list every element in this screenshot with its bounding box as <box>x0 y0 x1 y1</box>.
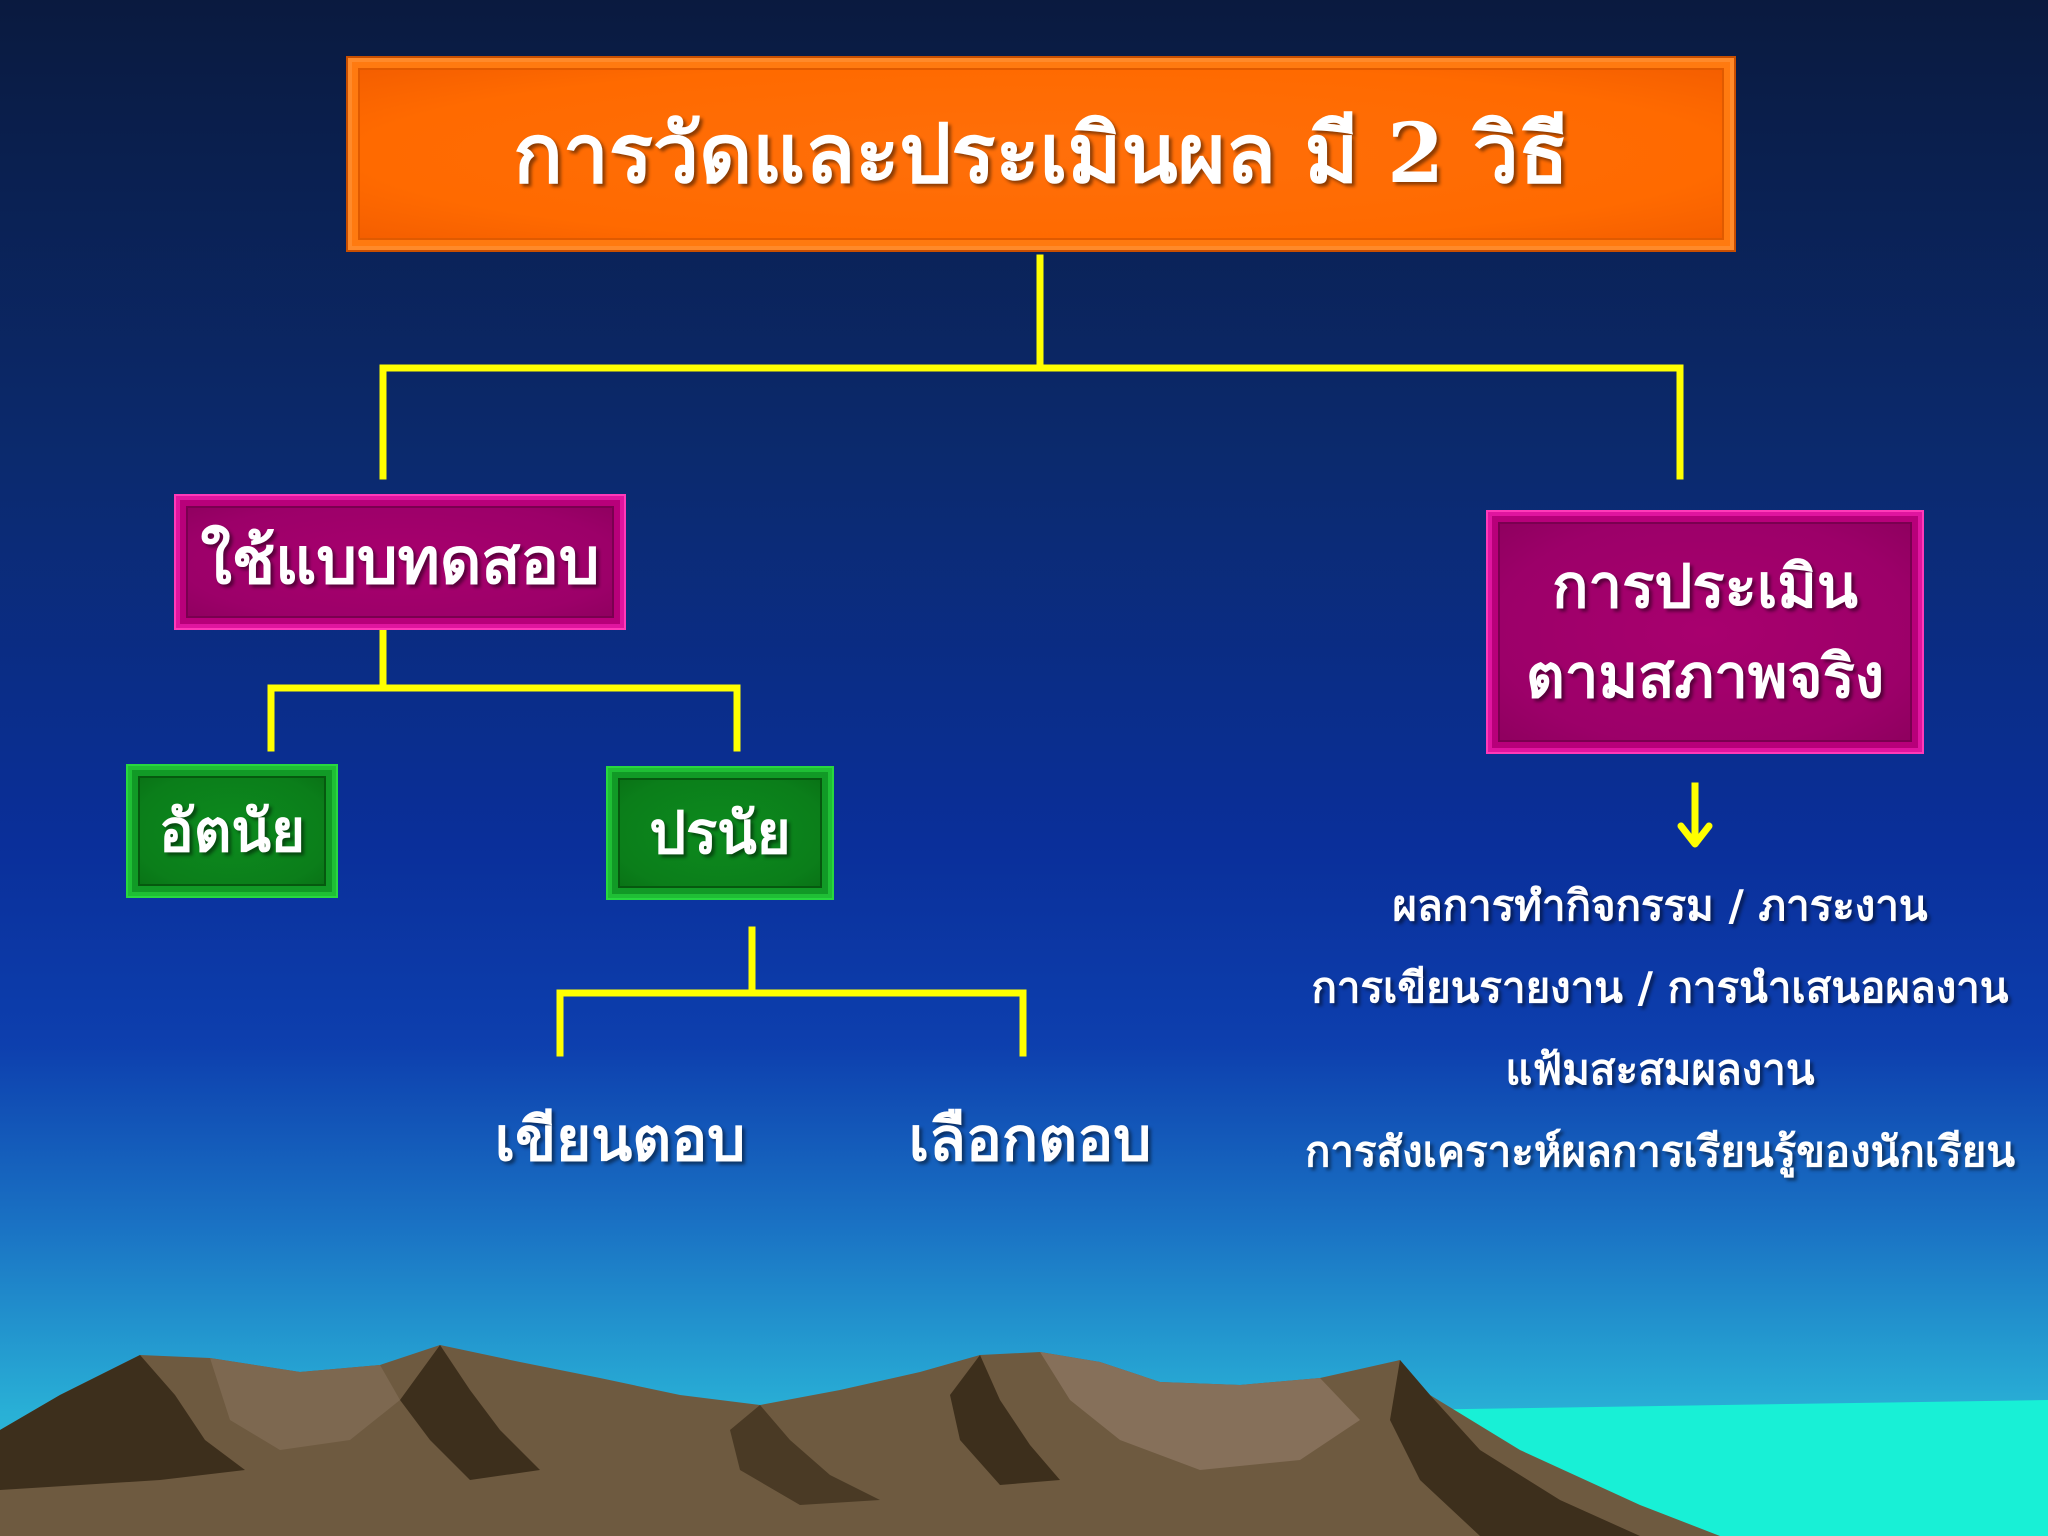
arrow-head <box>1677 822 1713 848</box>
objective-box: ปรนัย <box>608 768 832 898</box>
title-box: การวัดและประเมินผล มี 2 วิธี <box>348 58 1734 250</box>
list-item: แฟ้มสะสมผลงาน <box>1505 1045 1815 1094</box>
test-method-box: ใช้แบบทดสอบ <box>176 496 624 628</box>
mountain-shadow <box>0 1355 245 1490</box>
mountain-shadow <box>400 1345 540 1480</box>
page-title: การวัดและประเมินผล มี 2 วิธี <box>513 106 1569 202</box>
mountain-shadow <box>1390 1360 1640 1536</box>
mountain-highlight <box>1040 1352 1360 1470</box>
choose-answer-label: เลือกตอบ <box>908 1105 1152 1175</box>
mountain-shadow <box>950 1355 1060 1485</box>
list-item: ผลการทำกิจกรรม / ภาระงาน <box>1392 881 1928 930</box>
write-answer-label: เขียนตอบ <box>494 1105 746 1175</box>
subjective-label: อัตนัย <box>158 797 306 865</box>
list-item: การสังเคราะห์ผลการเรียนรู้ของนักเรียน <box>1304 1127 2016 1176</box>
subjective-box: อัตนัย <box>128 766 336 896</box>
authentic-method-box: การประเมิน ตามสภาพจริง <box>1488 512 1922 752</box>
list-item: การเขียนรายงาน / การนำเสนอผลงาน <box>1311 963 2009 1012</box>
authentic-items-list: ผลการทำกิจกรรม / ภาระงาน การเขียนรายงาน … <box>1280 865 2040 1193</box>
test-method-label: ใช้แบบทดสอบ <box>200 524 600 599</box>
mountain-shadow <box>730 1405 880 1505</box>
objective-label: ปรนัย <box>649 799 791 867</box>
authentic-method-line2: ตามสภาพจริง <box>1525 642 1885 712</box>
mountain-highlight <box>210 1358 400 1450</box>
authentic-method-line1: การประเมิน <box>1552 552 1858 622</box>
